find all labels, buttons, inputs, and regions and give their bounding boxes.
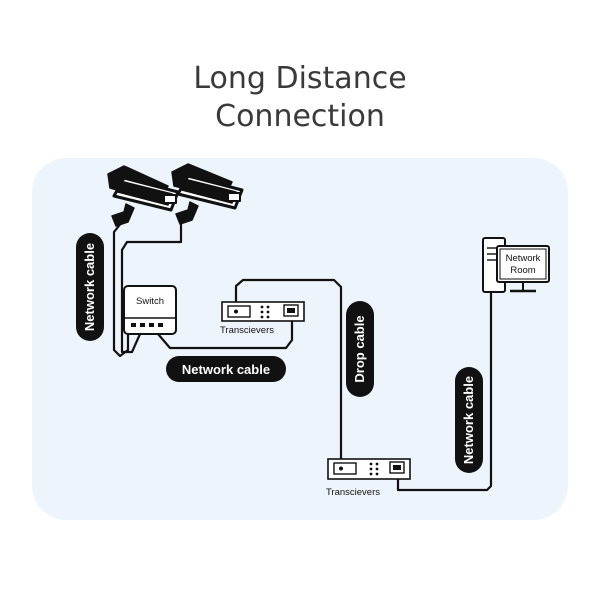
switch-label: Switch [136, 296, 164, 307]
network-cable-middle-label: Network cable [182, 362, 270, 377]
transceiver-top-label: Transcievers [220, 325, 274, 336]
drop-cable-label: Drop cable [352, 315, 367, 382]
network-cable-right-label: Network cable [461, 376, 476, 464]
network-room-label-line1: Network [506, 253, 541, 264]
network-cable-right-pill: Network cable [455, 367, 483, 473]
drop-cable-pill: Drop cable [346, 301, 374, 397]
camera-1 [107, 165, 180, 227]
network-room-cable [396, 288, 493, 492]
title-line-2: Connection [215, 99, 385, 134]
camera-1-cable [112, 220, 130, 358]
network-room-label-line2: Room [510, 265, 535, 276]
cables [112, 218, 493, 492]
network-room-computer: Network Room [482, 237, 550, 293]
diagram-title: Long Distance Connection [0, 60, 600, 136]
transceiver-top: Transcievers [220, 301, 305, 336]
camera-2-cable [120, 218, 183, 354]
switch-device: Switch [123, 285, 177, 335]
camera-2 [171, 163, 244, 225]
transceiver-bottom: Transcievers [326, 458, 411, 498]
title-line-1: Long Distance [193, 61, 407, 96]
network-cable-left-label: Network cable [82, 243, 97, 331]
network-cable-left-pill: Network cable [76, 233, 104, 341]
transceiver-bottom-label: Transcievers [326, 487, 380, 498]
drop-cable-line [234, 278, 343, 472]
switch-to-transceiver-cable [156, 314, 294, 350]
network-cable-middle-pill: Network cable [166, 356, 286, 382]
